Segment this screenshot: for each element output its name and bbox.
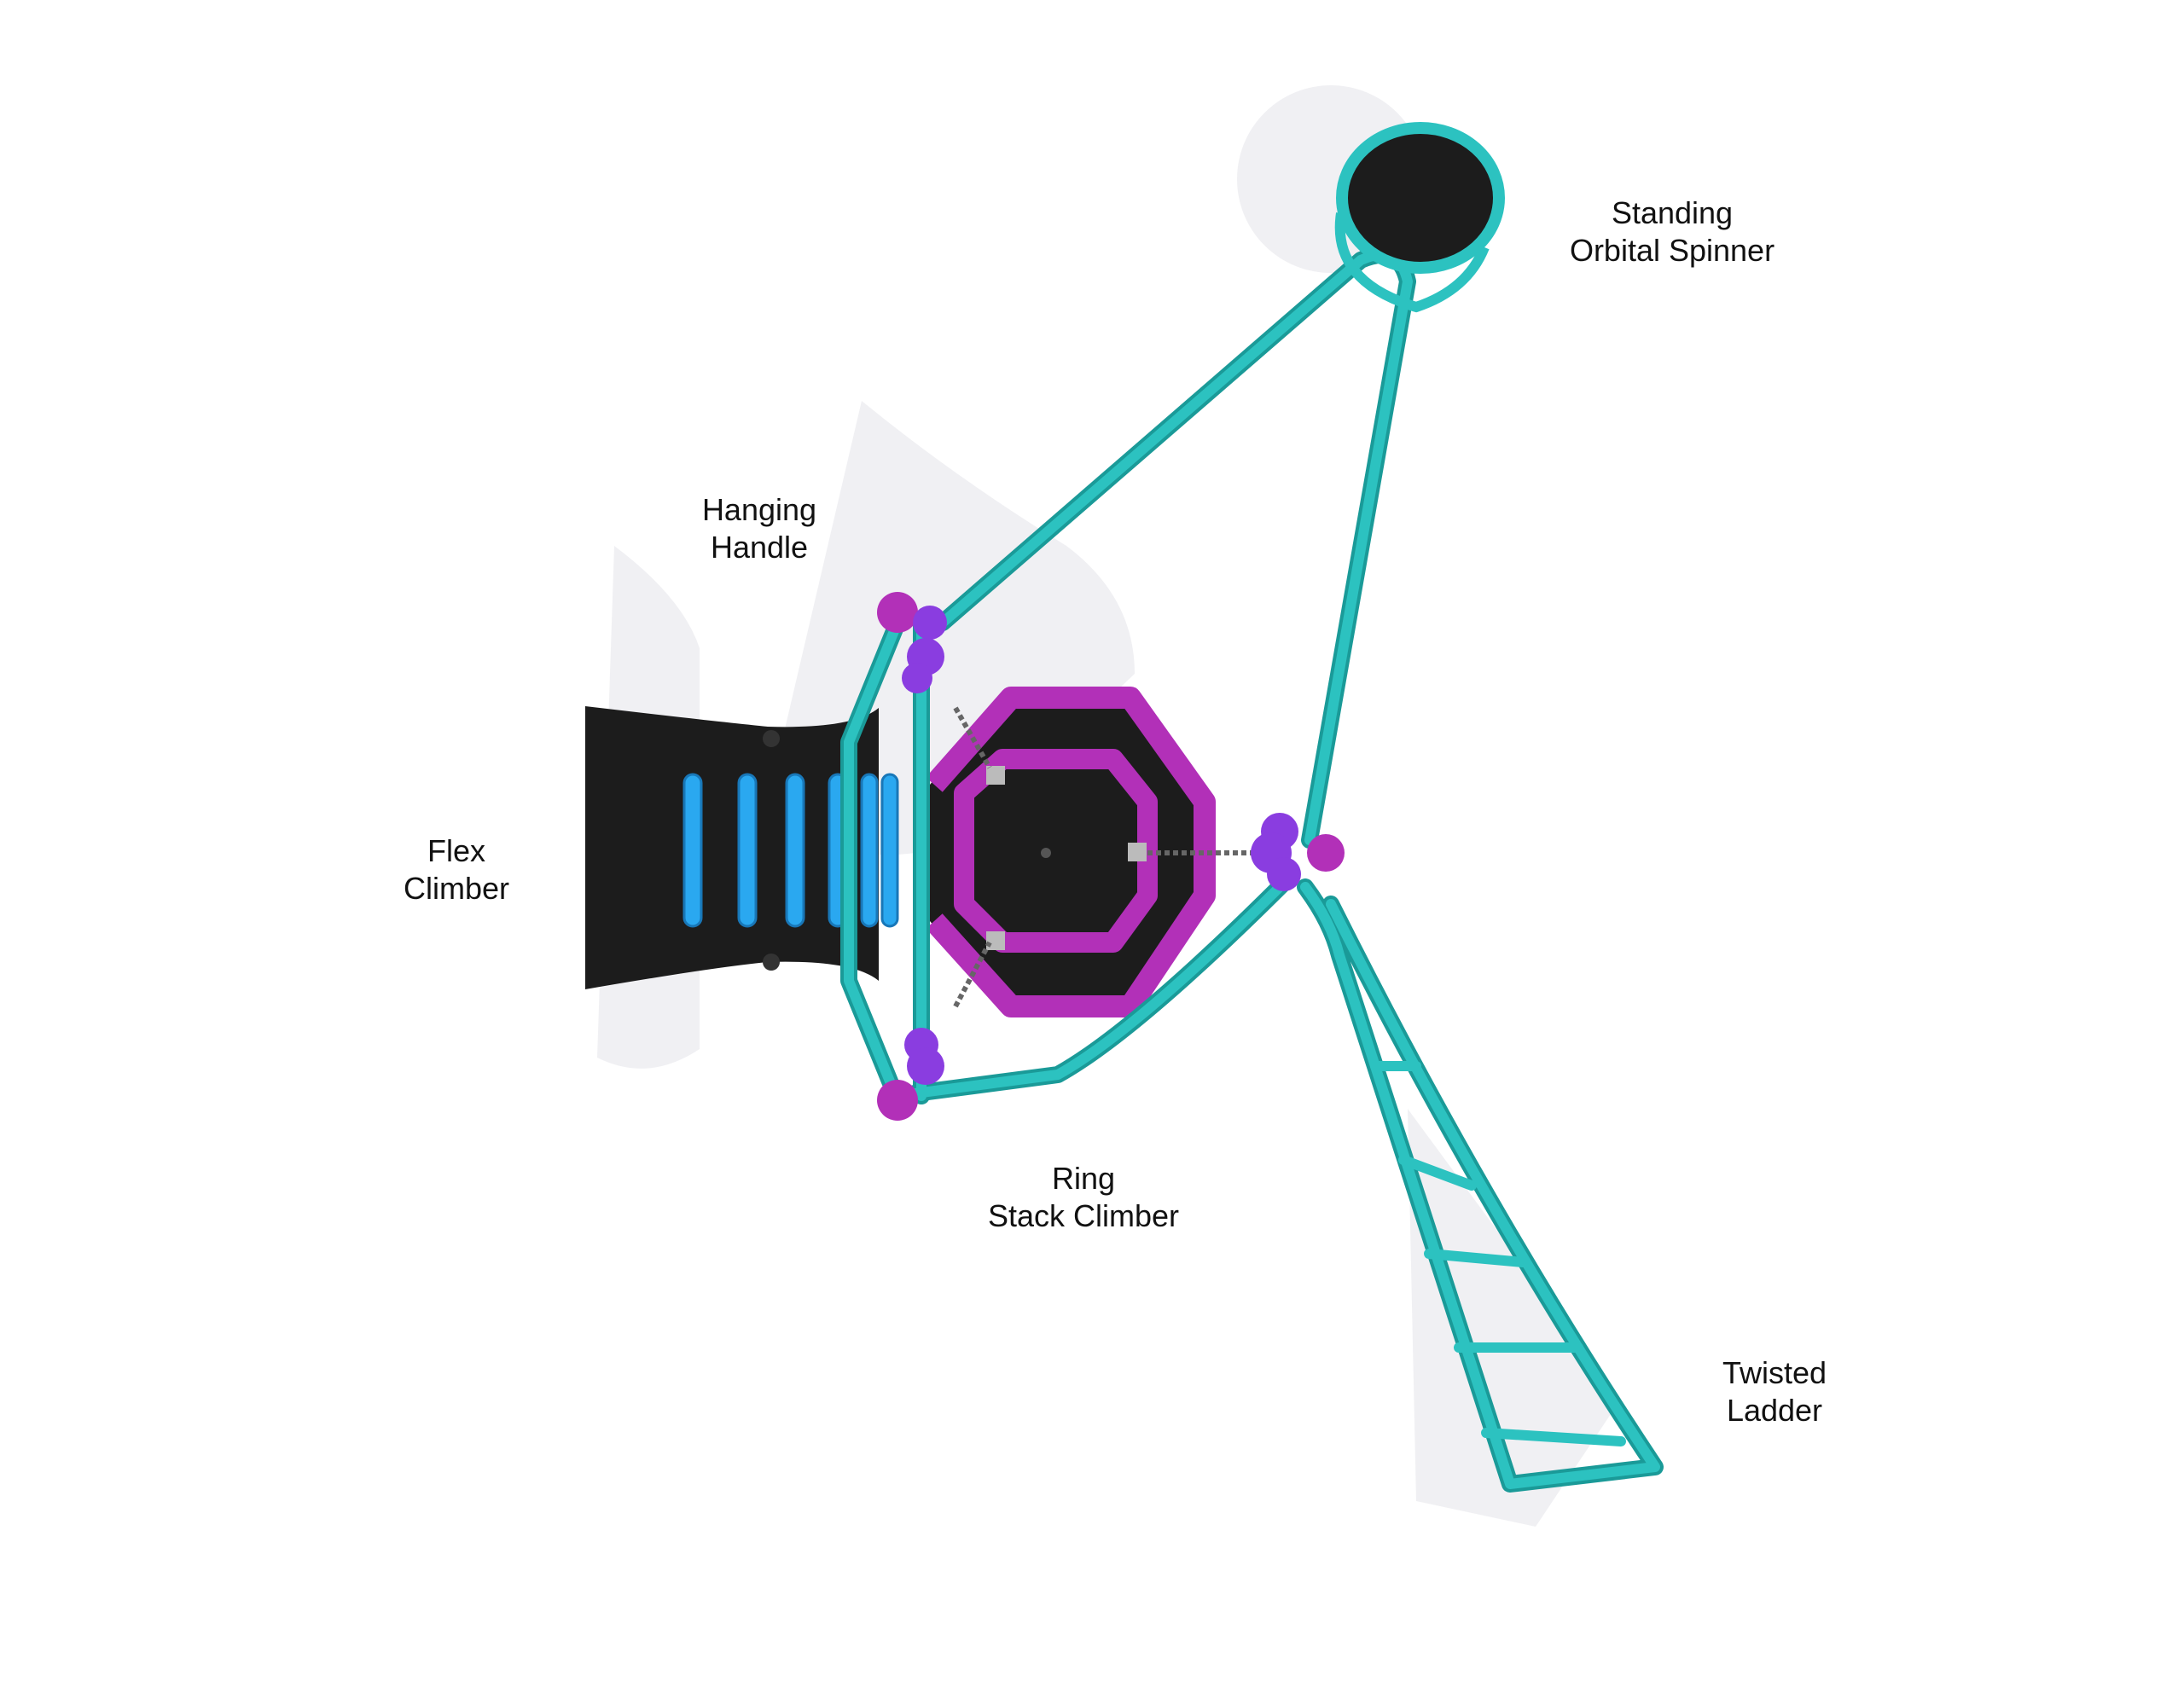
twisted-ladder-rungs [1370, 1061, 1626, 1446]
label-flex-line2: Climber [403, 871, 509, 906]
outer-ring [926, 687, 1216, 1017]
right-post-cap [1307, 834, 1345, 872]
standing-orbital-spinner [1334, 122, 1505, 313]
label-ring-line1: Ring [1051, 1161, 1116, 1196]
label-hanging-handle: Hanging Handle [665, 491, 853, 566]
label-flex-line1: Flex [427, 833, 485, 868]
ring-stack-climber [926, 687, 1254, 1017]
label-spinner-line2: Orbital Spinner [1569, 233, 1775, 268]
flex-climber [585, 706, 899, 989]
label-spinner-line1: Standing [1611, 195, 1734, 230]
steel-frame [840, 246, 1664, 1493]
label-flex-climber: Flex Climber [367, 832, 546, 907]
label-ring-stack-climber: Ring Stack Climber [964, 1160, 1203, 1235]
label-hanging-line1: Hanging [701, 492, 817, 527]
inner-ring [954, 749, 1158, 953]
ladder-shadow [1408, 1109, 1621, 1527]
label-ladder-line1: Twisted [1722, 1355, 1827, 1390]
connectors [877, 592, 1345, 1121]
label-ladder-line2: Ladder [1726, 1393, 1823, 1428]
top-post-cap [877, 592, 918, 633]
flex-climber-panel [585, 706, 879, 989]
bottom-post-cap [877, 1080, 918, 1121]
label-ring-line2: Stack Climber [987, 1198, 1180, 1233]
label-hanging-line2: Handle [710, 530, 809, 565]
label-twisted-ladder: Twisted Ladder [1689, 1354, 1860, 1429]
flex-climber-grips [682, 773, 899, 928]
label-standing-orbital-spinner: Standing Orbital Spinner [1519, 194, 1826, 270]
